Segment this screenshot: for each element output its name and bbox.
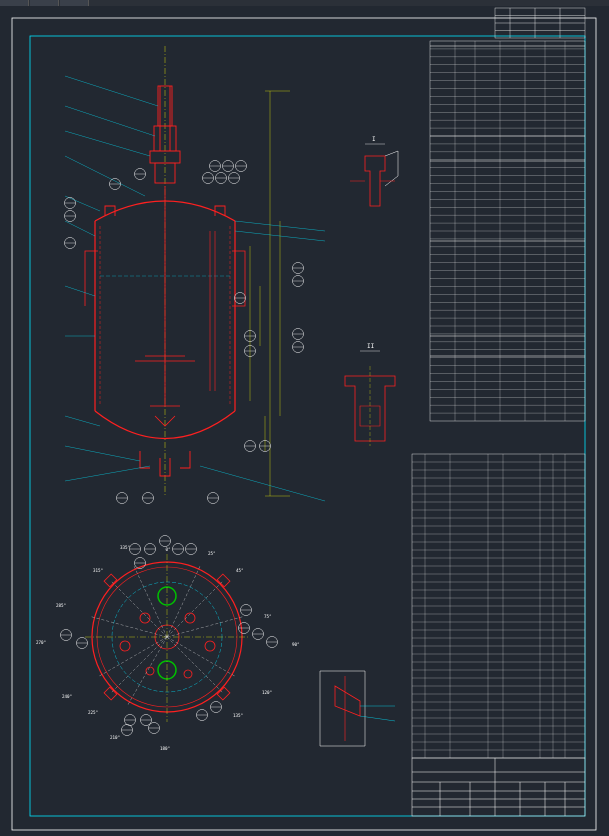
detail-i-body <box>364 155 386 207</box>
vessel-shell <box>94 221 236 411</box>
cad-drawing-canvas[interactable]: I II 0° <box>0 6 609 836</box>
detail-ii-body <box>344 375 396 442</box>
title-bar <box>0 0 609 6</box>
plan-nozzle-callouts[interactable] <box>60 535 278 736</box>
angle-75: 75° <box>264 614 272 619</box>
angle-90: 90° <box>292 642 300 647</box>
detail-view-ii[interactable]: II <box>344 343 396 446</box>
top-nozzles <box>104 205 226 216</box>
bottom-outlet <box>139 451 191 477</box>
angle-210: 210° <box>110 735 120 740</box>
detail-ii-label: II <box>367 343 375 350</box>
detail-view-i[interactable]: I <box>350 136 399 207</box>
vessel-elevation[interactable] <box>64 46 326 504</box>
angle-45: 45° <box>236 568 244 573</box>
angle-335: 335° <box>120 545 130 550</box>
support-lugs <box>84 250 246 307</box>
impeller-lower <box>150 405 180 427</box>
technical-spec-table <box>429 40 586 422</box>
angle-270: 270° <box>36 640 46 645</box>
revision-table <box>494 7 586 39</box>
detail-view-iii[interactable] <box>319 670 396 747</box>
title-block <box>411 757 586 817</box>
agitator-drive[interactable] <box>149 85 181 184</box>
tab-1[interactable] <box>0 0 29 6</box>
tab-2[interactable] <box>30 0 59 6</box>
jacket-line <box>99 226 231 406</box>
plan-support-lugs <box>103 573 231 701</box>
nozzle-callouts[interactable] <box>64 160 304 504</box>
bottom-head <box>94 410 236 439</box>
leader-lines <box>64 75 326 502</box>
angle-25: 25° <box>208 551 216 556</box>
angle-315: 315° <box>93 568 103 573</box>
angle-135: 135° <box>233 713 243 718</box>
baffle <box>209 231 216 391</box>
vessel-plan-view[interactable]: 0° 25° 45° 75° 90° 120° 135° 180° 210° 2… <box>36 535 300 752</box>
angle-285: 285° <box>56 603 66 608</box>
tab-3[interactable] <box>60 0 89 6</box>
detail-i-label: I <box>372 136 376 143</box>
parts-list-table <box>411 453 586 759</box>
angle-180: 180° <box>160 746 170 751</box>
impeller-upper <box>135 355 195 362</box>
drawing-frame <box>29 35 586 817</box>
angle-225: 225° <box>88 710 98 715</box>
outer-border <box>11 17 597 831</box>
angle-120: 120° <box>262 690 272 695</box>
dimension-lines <box>249 90 290 497</box>
angle-240: 240° <box>62 694 72 699</box>
angle-0: 0° <box>165 547 170 552</box>
